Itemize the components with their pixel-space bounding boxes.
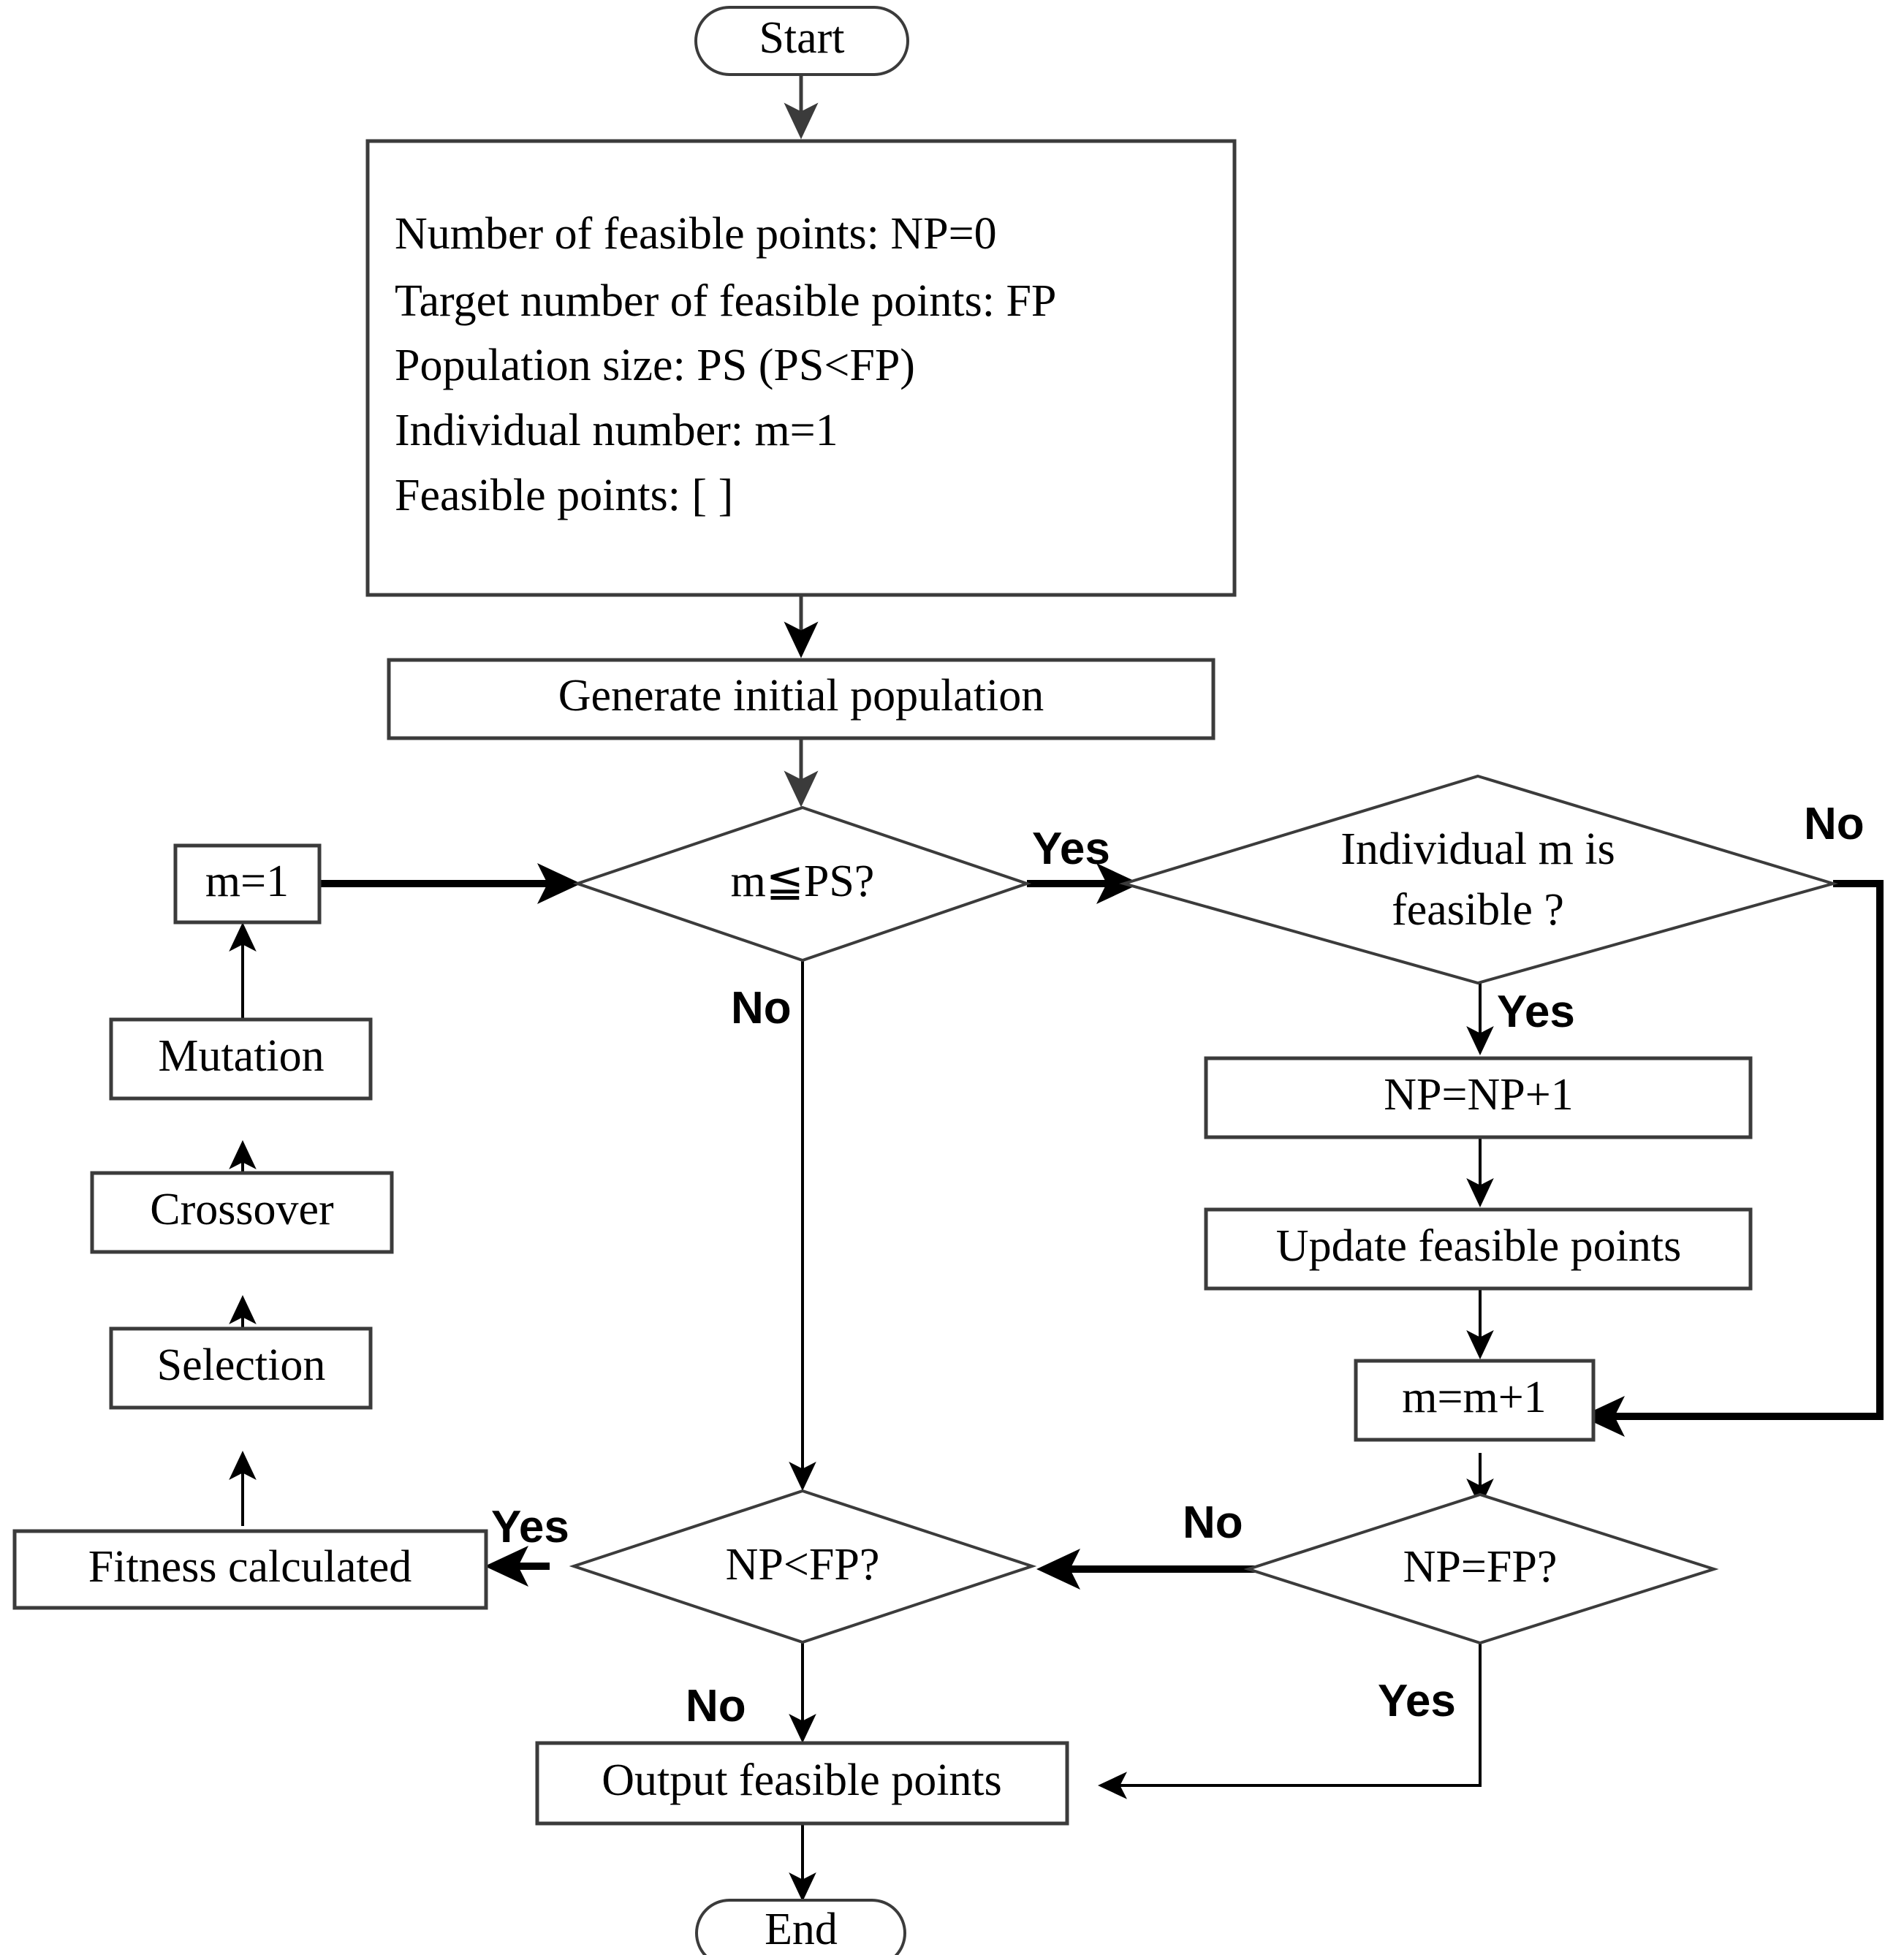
node-end-label: End	[765, 1905, 838, 1954]
node-individual-feasible[interactable]	[1118, 774, 1839, 985]
node-np-increment-label: NP=NP+1	[1384, 1070, 1573, 1120]
edge-label-m-le-ps-no: No	[731, 983, 792, 1033]
node-mutation-label: Mutation	[158, 1031, 324, 1081]
node-output-points[interactable]	[535, 1741, 1069, 1826]
edge-label-np-eq-fp-yes: Yes	[1378, 1676, 1456, 1726]
node-init-params[interactable]	[365, 139, 1237, 597]
init-line-1: Target number of feasible points: FP	[395, 276, 1056, 326]
edge-label-np-lt-fp-yes: Yes	[491, 1502, 569, 1552]
init-line-2: Population size: PS (PS<FP)	[395, 341, 915, 390]
edge-label-feasible-yes: Yes	[1497, 987, 1575, 1037]
node-np-lt-fp-label: NP<FP?	[726, 1540, 880, 1590]
node-np-increment[interactable]	[1204, 1056, 1753, 1139]
edge-label-feasible-no: No	[1804, 799, 1865, 849]
node-m-reset[interactable]	[173, 843, 322, 925]
node-np-eq-fp-label: NP=FP?	[1403, 1542, 1558, 1592]
node-crossover[interactable]	[90, 1171, 394, 1254]
node-m-le-ps[interactable]	[572, 805, 1032, 963]
node-m-increment-label: m=m+1	[1402, 1373, 1546, 1422]
node-crossover-label: Crossover	[150, 1185, 334, 1234]
edge-label-np-eq-fp-no: No	[1183, 1497, 1243, 1548]
node-m-increment[interactable]	[1354, 1359, 1596, 1442]
node-np-eq-fp[interactable]	[1243, 1492, 1719, 1645]
node-fitness-label: Fitness calculated	[88, 1542, 411, 1592]
node-selection[interactable]	[109, 1326, 373, 1410]
init-line-0: Number of feasible points: NP=0	[395, 209, 997, 259]
edge-npeqfp-yes-to-output	[1098, 1641, 1482, 1799]
node-output-points-label: Output feasible points	[602, 1755, 1002, 1805]
edge-feasible-no-to-minc	[1581, 880, 1884, 1437]
node-generate-population[interactable]	[387, 658, 1215, 740]
node-m-reset-label: m=1	[205, 857, 289, 906]
node-generate-population-label: Generate initial population	[558, 671, 1044, 721]
init-line-4: Feasible points: [ ]	[395, 471, 733, 520]
node-end[interactable]	[695, 1899, 906, 1955]
node-update-points-label: Update feasible points	[1276, 1221, 1681, 1271]
node-m-le-ps-label: m≦PS?	[731, 857, 875, 906]
node-individual-feasible-label-1: Individual m is	[1340, 824, 1615, 874]
node-update-points[interactable]	[1204, 1207, 1753, 1291]
node-start-label: Start	[759, 13, 844, 63]
node-mutation[interactable]	[109, 1017, 373, 1101]
init-line-3: Individual number: m=1	[395, 406, 838, 455]
edge-label-m-le-ps-yes: Yes	[1032, 824, 1110, 874]
node-fitness[interactable]	[12, 1529, 488, 1610]
node-individual-feasible-label-2: feasible ?	[1392, 885, 1564, 935]
node-start[interactable]	[694, 6, 909, 76]
node-np-lt-fp[interactable]	[569, 1489, 1037, 1644]
node-selection-label: Selection	[157, 1340, 326, 1390]
edge-label-np-lt-fp-no: No	[686, 1681, 746, 1731]
